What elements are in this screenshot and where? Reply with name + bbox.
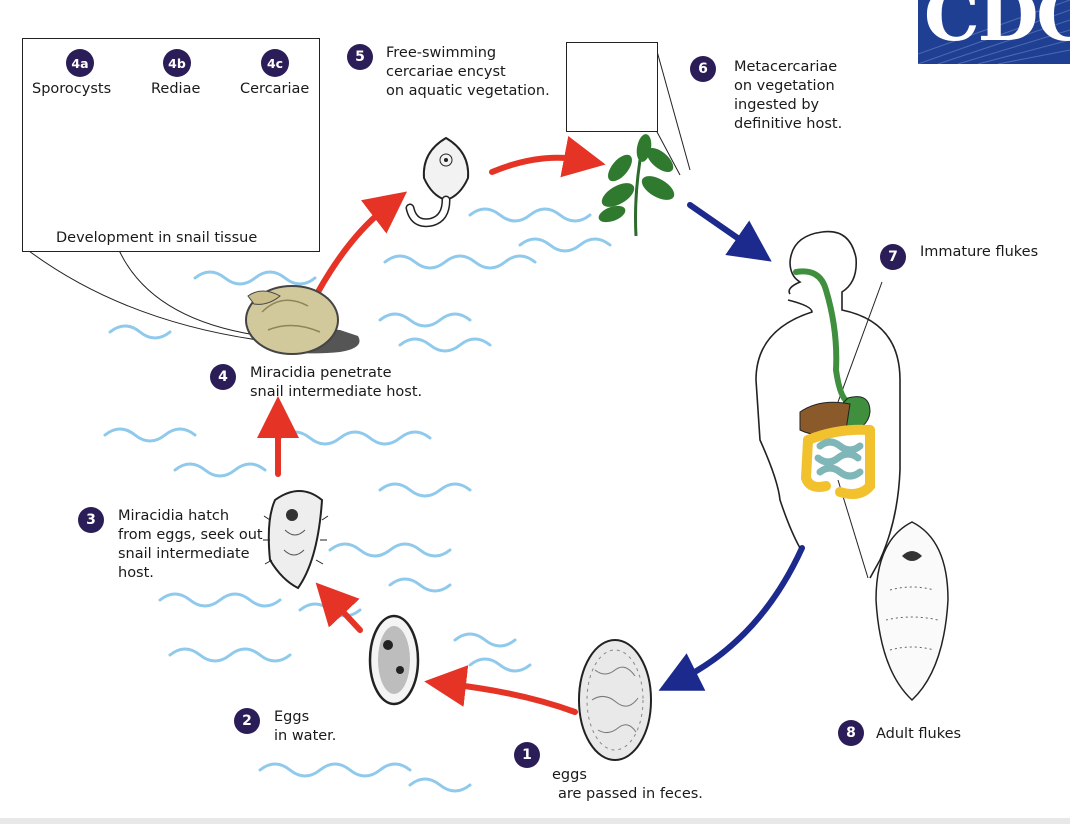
step-5-label-line3: on aquatic vegetation. bbox=[386, 83, 550, 99]
step-1-number: 1 bbox=[514, 742, 540, 768]
step-6-label-line3: ingested by bbox=[734, 97, 820, 113]
step-5-number: 5 bbox=[347, 44, 373, 70]
step-4b-number: 4b bbox=[163, 49, 191, 77]
step-8-number: 8 bbox=[838, 720, 864, 746]
step-4c-label: Cercariae bbox=[240, 81, 310, 97]
step-6-label-line4: definitive host. bbox=[734, 116, 843, 132]
step-4a-label: Sporocysts bbox=[32, 81, 112, 97]
step-3-label-line3: snail intermediate bbox=[118, 546, 250, 562]
step-5-label-line2: cercariae encyst bbox=[386, 64, 506, 80]
snail-illustration bbox=[245, 285, 360, 355]
cdc-logo: CDC bbox=[918, 0, 1070, 64]
egg-in-water-illustration bbox=[368, 614, 420, 706]
water-waves bbox=[103, 207, 612, 793]
step-3-label-line2: from eggs, seek out bbox=[118, 527, 263, 543]
step-6-label-line2: on vegetation bbox=[734, 78, 835, 94]
human-host-illustration bbox=[755, 230, 901, 579]
cercaria-illustration bbox=[405, 136, 470, 228]
step-5-label-line1: Free-swimming bbox=[386, 45, 497, 61]
step-6-label-line1: Metacercariae bbox=[734, 59, 838, 75]
blue-arrows bbox=[658, 202, 805, 691]
step-4-number: 4 bbox=[210, 364, 236, 390]
step-4c-number: 4c bbox=[261, 49, 289, 77]
adult-fluke-illustration bbox=[875, 521, 949, 702]
step-6-number: 6 bbox=[690, 56, 716, 82]
step-8-label: Adult flukes bbox=[876, 726, 962, 742]
callout-lines bbox=[24, 43, 883, 579]
step-7-label: Immature flukes bbox=[920, 244, 1039, 260]
metacercaria-inset bbox=[566, 42, 658, 132]
step-3-label-line1: Miracidia hatch bbox=[118, 508, 230, 524]
step-4-label-line2: snail intermediate host. bbox=[250, 384, 423, 400]
inset-caption: Development in snail tissue bbox=[56, 230, 258, 246]
step-1-label-line1: eggs bbox=[552, 767, 587, 783]
step-4-label-line1: Miracidia penetrate bbox=[250, 365, 392, 381]
miracidium-illustration bbox=[263, 490, 329, 590]
page-footer-strip bbox=[0, 818, 1070, 824]
step-1-label-line2: are passed in feces. bbox=[558, 786, 703, 802]
step-3-number: 3 bbox=[78, 507, 104, 533]
vegetation-illustration bbox=[598, 134, 675, 237]
egg-in-feces-illustration bbox=[578, 639, 652, 761]
step-2-number: 2 bbox=[234, 708, 260, 734]
step-3-label-line4: host. bbox=[118, 565, 154, 581]
step-7-number: 7 bbox=[880, 244, 906, 270]
step-2-label-line1: Eggs bbox=[274, 709, 310, 725]
step-4a-number: 4a bbox=[66, 49, 94, 77]
step-2-label-line2: in water. bbox=[274, 728, 337, 744]
step-4b-label: Rediae bbox=[151, 81, 201, 97]
